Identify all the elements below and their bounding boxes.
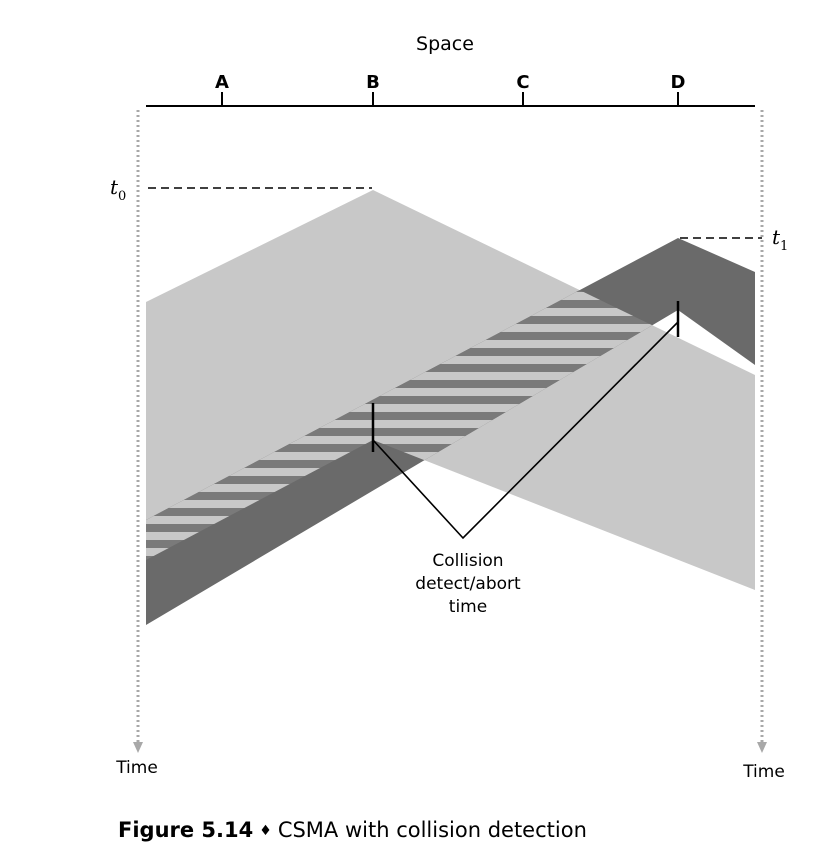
time-arrow-right-icon	[757, 742, 767, 753]
figure-number: Figure 5.14	[118, 818, 254, 842]
time-label-right: Time	[742, 762, 785, 782]
callout-line-3: time	[449, 597, 487, 617]
callout-line-2: detect/abort	[415, 574, 521, 594]
caption-text: CSMA with collision detection	[277, 818, 587, 842]
space-axis-title: Space	[416, 33, 474, 55]
caption-separator-icon: ♦	[259, 823, 272, 839]
figure-caption: Figure 5.14 ♦ CSMA with collision detectio…	[118, 818, 587, 842]
station-c-label: C	[516, 72, 529, 93]
station-b-label: B	[366, 72, 380, 93]
callout-line-1: Collision	[432, 551, 503, 571]
station-a-label: A	[215, 72, 229, 93]
station-d-label: D	[671, 72, 686, 93]
t0-label: t0	[110, 175, 126, 204]
time-arrow-left-icon	[133, 742, 143, 753]
time-label-left: Time	[115, 758, 158, 778]
callout-pointer-lines	[372, 321, 679, 540]
t1-label: t1	[772, 225, 788, 254]
